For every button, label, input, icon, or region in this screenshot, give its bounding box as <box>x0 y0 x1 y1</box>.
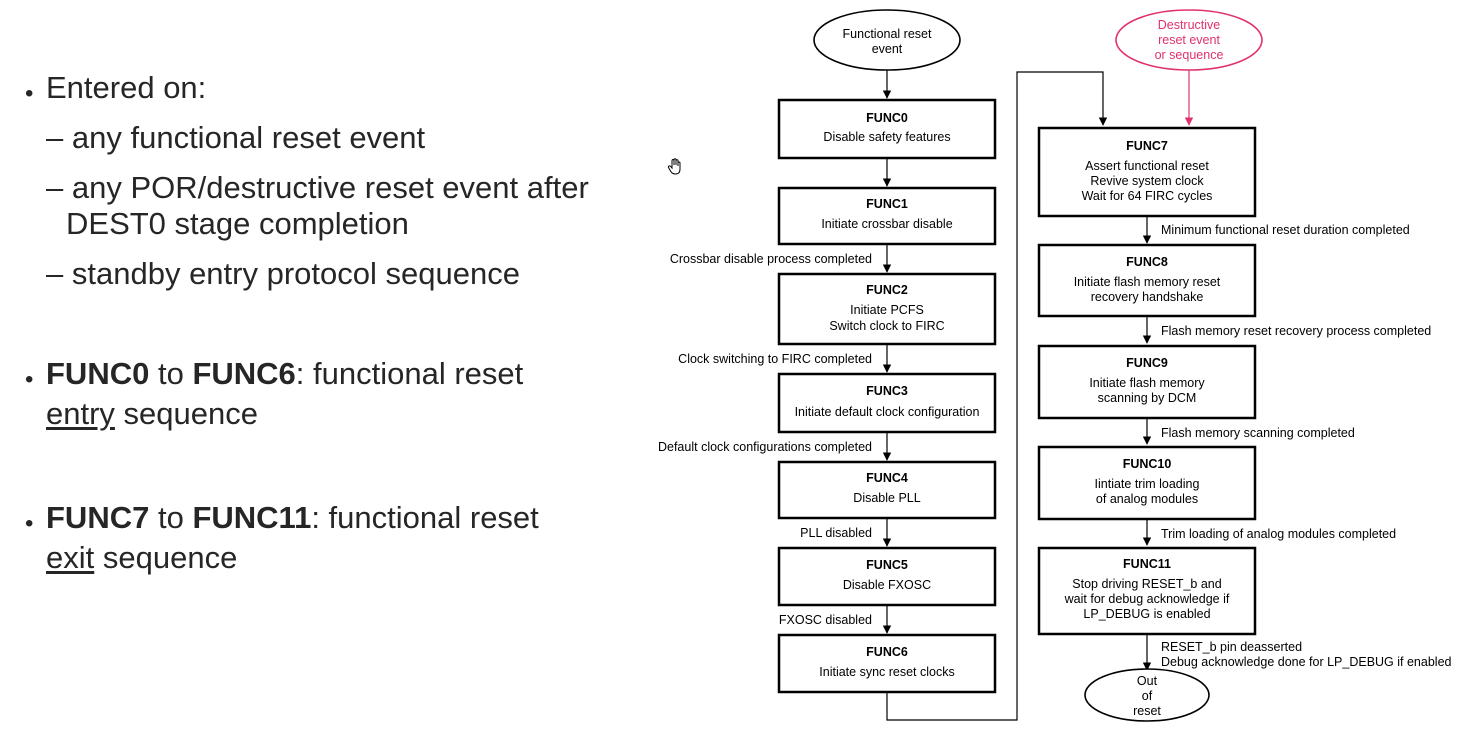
func3-box: FUNC3 Initiate default clock configurati… <box>777 372 997 434</box>
func2-entry-label: Crossbar disable process completed <box>670 252 872 266</box>
start-event-line-1: Functional reset <box>843 27 932 41</box>
func7-text-3: Wait for 64 FIRC cycles <box>1082 189 1213 203</box>
func1-box: FUNC1 Initiate crossbar disable <box>777 186 997 246</box>
func4-text: Disable PLL <box>853 491 920 505</box>
func2-box: FUNC2 Initiate PCFS Switch clock to FIRC <box>777 272 997 346</box>
func0-title: FUNC0 <box>866 111 908 125</box>
destructive-event-node: Destructive reset event or sequence <box>1115 9 1263 71</box>
func8-title: FUNC8 <box>1126 255 1168 269</box>
func11-text-3: LP_DEBUG is enabled <box>1083 607 1210 621</box>
sub-item-por-reset-cont: DEST0 stage completion <box>66 206 409 241</box>
debug-ack-label: Debug acknowledge done for LP_DEBUG if e… <box>1161 655 1452 669</box>
bullet-dot: • <box>25 80 34 107</box>
reset-deasserted-label: RESET_b pin deasserted <box>1161 640 1302 654</box>
func0-box: FUNC0 Disable safety features <box>777 98 997 160</box>
func5-entry-label: PLL disabled <box>800 526 872 540</box>
func8-box: FUNC8 Initiate flash memory reset recove… <box>1037 243 1257 318</box>
entry-sequence-text-cont: entry sequence <box>46 396 258 431</box>
func2-text-1: Initiate PCFS <box>850 303 924 317</box>
func3-text: Initiate default clock configuration <box>795 405 980 419</box>
sub-item-por-reset: – any POR/destructive reset event after <box>46 170 589 205</box>
func6-entry-label: FXOSC disabled <box>779 613 872 627</box>
out-of-reset-node: Out of reset <box>1084 668 1210 722</box>
start-event-node: Functional reset event <box>813 9 961 71</box>
sub-item-standby: – standby entry protocol sequence <box>46 256 520 291</box>
destructive-event-line-2: reset event <box>1158 33 1220 47</box>
func11-entry-label: Trim loading of analog modules completed <box>1161 527 1396 541</box>
out-of-reset-line-1: Out <box>1137 674 1158 688</box>
func7-box: FUNC7 Assert functional reset Revive sys… <box>1037 126 1257 218</box>
out-of-reset-line-2: of <box>1142 689 1153 703</box>
destructive-event-line-1: Destructive <box>1158 18 1221 32</box>
func11-box: FUNC11 Stop driving RESET_b and wait for… <box>1037 546 1257 636</box>
func10-entry-label: Flash memory scanning completed <box>1161 426 1355 440</box>
func10-text-2: of analog modules <box>1096 492 1198 506</box>
func10-text-1: Iintiate trim loading <box>1095 477 1200 491</box>
func9-text-1: Initiate flash memory <box>1089 376 1205 390</box>
func7-text-1: Assert functional reset <box>1085 159 1209 173</box>
reset-flow-diagram: Functional reset event Destructive reset… <box>658 9 1452 722</box>
func11-text-1: Stop driving RESET_b and <box>1072 577 1221 591</box>
func5-title: FUNC5 <box>866 558 908 572</box>
func6-box: FUNC6 Initiate sync reset clocks <box>777 633 997 694</box>
bullet-dot: • <box>25 366 34 393</box>
func4-entry-label: Default clock configurations completed <box>658 440 872 454</box>
func4-title: FUNC4 <box>866 471 908 485</box>
exit-sequence-text-cont: exit sequence <box>46 540 238 575</box>
func7-text-2: Revive system clock <box>1090 174 1204 188</box>
func7-title: FUNC7 <box>1126 139 1168 153</box>
func4-box: FUNC4 Disable PLL <box>777 460 997 520</box>
func11-title: FUNC11 <box>1123 557 1171 571</box>
destructive-event-line-3: or sequence <box>1155 48 1224 62</box>
func11-text-2: wait for debug acknowledge if <box>1064 592 1230 606</box>
func6-title: FUNC6 <box>866 645 908 659</box>
func9-entry-label: Flash memory reset recovery process comp… <box>1161 324 1431 338</box>
func2-title: FUNC2 <box>866 283 908 297</box>
func1-title: FUNC1 <box>866 197 908 211</box>
bullet-panel: • Entered on: – any functional reset eve… <box>0 0 640 733</box>
func2-text-2: Switch clock to FIRC <box>829 319 944 333</box>
bullet-dot: • <box>25 510 34 537</box>
func8-text-1: Initiate flash memory reset <box>1074 275 1221 289</box>
func1-text: Initiate crossbar disable <box>821 217 952 231</box>
func10-title: FUNC10 <box>1123 457 1172 471</box>
func10-box: FUNC10 Iintiate trim loading of analog m… <box>1037 445 1257 521</box>
func3-title: FUNC3 <box>866 384 908 398</box>
out-of-reset-line-3: reset <box>1133 704 1161 718</box>
start-event-line-2: event <box>872 42 903 56</box>
sub-item-functional-reset: – any functional reset event <box>46 120 426 155</box>
func8-entry-label: Minimum functional reset duration comple… <box>1161 223 1410 237</box>
hand-cursor-icon <box>667 158 681 175</box>
func9-text-2: scanning by DCM <box>1098 391 1197 405</box>
func3-entry-label: Clock switching to FIRC completed <box>678 352 872 366</box>
func5-box: FUNC5 Disable FXOSC <box>777 546 997 607</box>
func9-box: FUNC9 Initiate flash memory scanning by … <box>1037 344 1257 420</box>
func0-text: Disable safety features <box>823 130 950 144</box>
func6-text: Initiate sync reset clocks <box>819 665 954 679</box>
entered-on-text: Entered on: <box>46 70 207 105</box>
func5-text: Disable FXOSC <box>843 578 931 592</box>
exit-sequence-text: FUNC7 to FUNC11: functional reset <box>46 500 539 535</box>
loop-connector <box>886 71 1108 721</box>
func8-text-2: recovery handshake <box>1091 290 1204 304</box>
entry-sequence-text: FUNC0 to FUNC6: functional reset <box>46 356 524 391</box>
func9-title: FUNC9 <box>1126 356 1168 370</box>
